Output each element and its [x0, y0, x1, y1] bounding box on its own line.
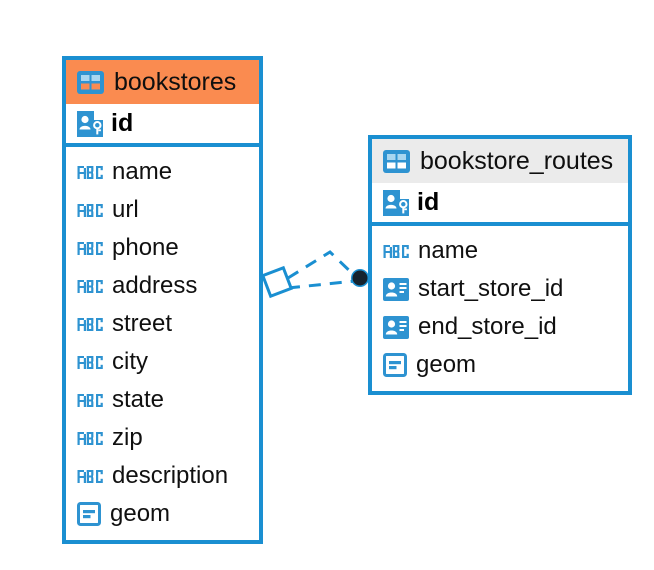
field-label: zip [112, 424, 143, 451]
field-row-phone[interactable]: phone [66, 229, 259, 267]
field-label: city [112, 348, 148, 375]
entity-table-bookstores[interactable]: bookstores id [62, 56, 263, 544]
primary-key-icon [383, 189, 409, 216]
field-row-city[interactable]: city [66, 343, 259, 381]
field-row-address[interactable]: address [66, 267, 259, 305]
field-label: start_store_id [418, 275, 564, 302]
diamond-marker [260, 265, 294, 299]
entity-header-bookstores[interactable]: bookstores [66, 60, 259, 104]
abc-icon [77, 165, 103, 179]
entity-header-bookstore-routes[interactable]: bookstore_routes [372, 139, 628, 183]
field-label: geom [416, 351, 477, 378]
table-icon [383, 149, 410, 173]
abc-icon [77, 469, 103, 483]
geom-icon [77, 502, 101, 526]
field-label: url [112, 196, 139, 223]
field-row-street[interactable]: street [66, 305, 259, 343]
field-label: end_store_id [418, 313, 557, 340]
field-list-bookstores: name [66, 147, 259, 540]
relationship-edge-lower [287, 279, 356, 290]
field-row-start-store-id[interactable]: start_store_id [372, 270, 628, 308]
abc-icon [77, 317, 103, 331]
field-row-name[interactable]: name [372, 232, 628, 270]
geom-icon [383, 353, 407, 377]
field-label: name [418, 237, 479, 264]
abc-icon [77, 279, 103, 293]
abc-icon [77, 431, 103, 445]
abc-icon [77, 203, 103, 217]
field-row-zip[interactable]: zip [66, 419, 259, 457]
field-row-description[interactable]: description [66, 457, 259, 495]
entity-title: bookstores [114, 67, 237, 96]
field-row-name[interactable]: name [66, 153, 259, 191]
foreign-key-icon [383, 315, 409, 339]
abc-icon [77, 355, 103, 369]
field-row-state[interactable]: state [66, 381, 259, 419]
field-label: state [112, 386, 165, 413]
field-label: geom [110, 500, 171, 527]
field-label: address [112, 272, 198, 299]
field-row-end-store-id[interactable]: end_store_id [372, 308, 628, 346]
table-icon [77, 70, 104, 94]
foreign-key-icon [383, 277, 409, 301]
primary-key-row-bookstores[interactable]: id [66, 104, 259, 147]
field-label: name [112, 158, 173, 185]
entity-table-bookstore-routes[interactable]: bookstore_routes id [368, 135, 632, 395]
field-list-bookstore-routes: name start_store_id [372, 226, 628, 391]
primary-key-label: id [417, 188, 440, 216]
entity-title: bookstore_routes [420, 146, 614, 175]
field-label: street [112, 310, 173, 337]
field-row-url[interactable]: url [66, 191, 259, 229]
filled-circle-marker [351, 269, 369, 287]
abc-icon [383, 244, 409, 258]
abc-icon [77, 241, 103, 255]
field-row-geom[interactable]: geom [66, 495, 259, 533]
primary-key-icon [77, 110, 103, 137]
field-label: description [112, 462, 229, 489]
field-label: phone [112, 234, 179, 261]
primary-key-row-bookstore-routes[interactable]: id [372, 183, 628, 226]
primary-key-label: id [111, 109, 134, 137]
field-row-geom[interactable]: geom [372, 346, 628, 384]
abc-icon [77, 393, 103, 407]
relationship-edge-upper [287, 250, 357, 280]
